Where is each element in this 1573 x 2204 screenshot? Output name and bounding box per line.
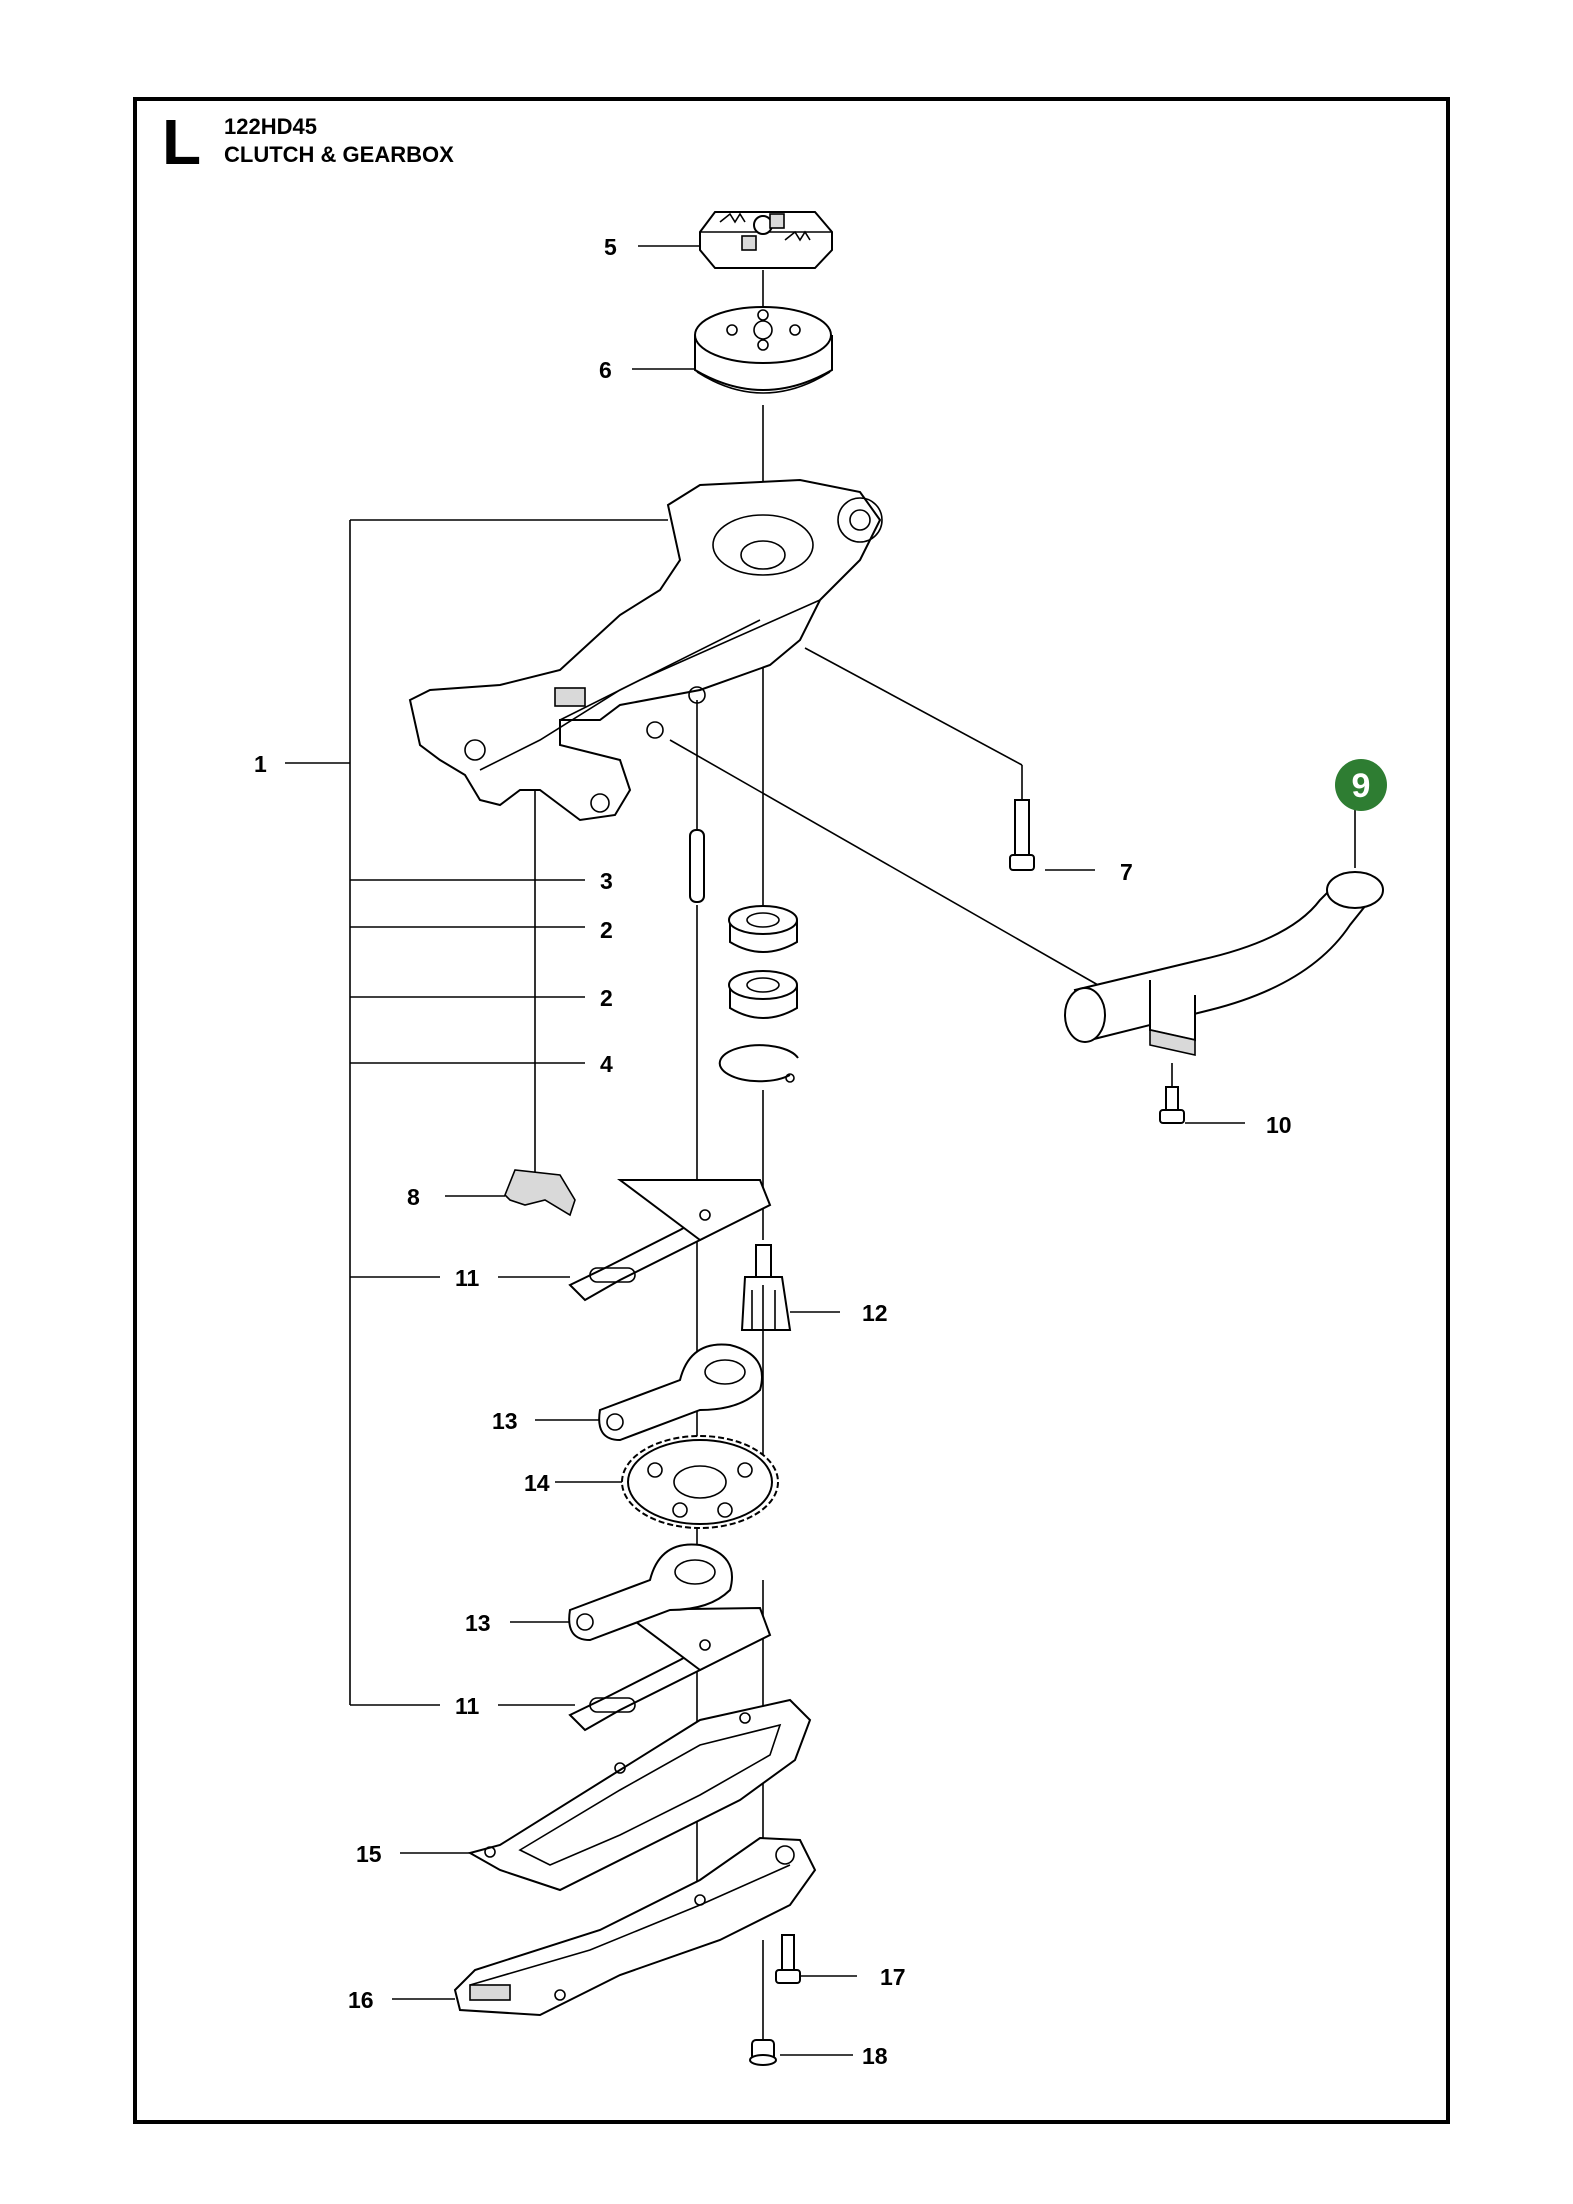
part-14-gear (621, 1435, 779, 1529)
part-6-clutch-drum (694, 306, 833, 394)
callout-11-upper: 11 (455, 1265, 480, 1291)
model-number: 122HD45 (224, 114, 317, 139)
part-15-gasket (467, 1698, 812, 1892)
part-13-bracket-upper (598, 1343, 763, 1442)
part-4-circlip (718, 1044, 799, 1083)
callout-12: 12 (862, 1300, 888, 1326)
callout-2-lower: 2 (600, 985, 613, 1011)
callout-7: 7 (1120, 859, 1133, 885)
section-letter: L (162, 106, 202, 178)
callout-8: 8 (407, 1184, 420, 1210)
callout-6: 6 (599, 357, 612, 383)
part-5-clutch (699, 211, 833, 269)
part-3-pin (689, 829, 705, 903)
part-16-gear-cover (453, 1836, 817, 2017)
callout-2-upper: 2 (600, 917, 613, 943)
part-17-screw (775, 1934, 801, 1984)
callout-3: 3 (600, 868, 613, 894)
callout-13-lower: 13 (465, 1610, 491, 1636)
part-12-pinion (740, 1244, 792, 1331)
callout-1: 1 (254, 751, 267, 777)
callout-18: 18 (862, 2043, 888, 2069)
part-2-bearing-upper (728, 905, 798, 953)
callout-17: 17 (880, 1964, 906, 1990)
callout-10: 10 (1266, 1112, 1292, 1138)
part-13-bracket-lower (568, 1543, 733, 1642)
part-1-gear-housing (408, 478, 883, 822)
callout-15: 15 (356, 1841, 382, 1867)
badge-number: 9 (1352, 767, 1371, 805)
diagram-title: CLUTCH & GEARBOX (224, 142, 454, 167)
callout-16: 16 (348, 1987, 374, 2013)
callout-5: 5 (604, 234, 617, 260)
part-11-plate-upper (568, 1179, 772, 1302)
callout-14: 14 (524, 1470, 550, 1496)
callout-labels: 1 2 2 3 4 5 6 7 8 10 11 11 12 13 13 14 1… (254, 234, 1292, 2069)
part-11-plate-lower (568, 1606, 772, 1732)
part-18-plug (749, 2039, 777, 2066)
callout-11-lower: 11 (455, 1693, 480, 1719)
highlight-badge-9: 9 (1335, 759, 1387, 811)
diagram-frame (133, 97, 1450, 2124)
part-8-clip (504, 1169, 576, 1217)
callout-13-upper: 13 (492, 1408, 518, 1434)
part-9-handle-tube (1064, 871, 1384, 1124)
callout-4: 4 (600, 1051, 613, 1077)
part-2-bearing-lower (728, 970, 798, 1019)
part-7-screw (1009, 799, 1035, 871)
